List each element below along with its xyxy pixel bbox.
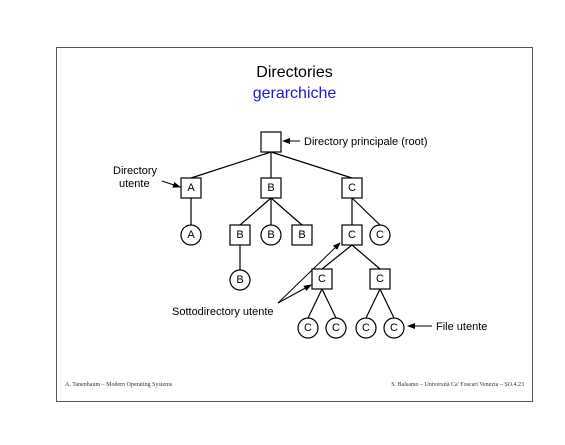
subdirectory-b-node — [229, 224, 251, 246]
directory-c-node — [341, 177, 363, 199]
user-directory-label-line2: utente — [119, 178, 150, 190]
node-label: C — [376, 229, 384, 241]
slide-title: Directories — [256, 64, 333, 81]
file-a-node — [180, 224, 202, 246]
node-label: C — [332, 322, 340, 334]
subdirectory-c-node — [341, 224, 363, 246]
node-label: B — [236, 229, 243, 241]
annotation-arrows — [161, 138, 432, 329]
node-label: B — [267, 182, 274, 194]
root-label: Directory principale (root) — [304, 136, 427, 148]
subdirectory-c-node-2 — [311, 268, 333, 290]
tree-nodes — [180, 131, 405, 339]
slide-subtitle: gerarchiche — [252, 85, 337, 102]
user-directory-label-line1: Directory — [113, 165, 158, 177]
footer-left: A. Tanenbaum – Modern Operating Systems — [65, 382, 173, 388]
node-label: A — [187, 182, 195, 194]
file-c-node-5 — [383, 317, 405, 339]
node-label: C — [318, 273, 326, 285]
directory-b-node — [260, 177, 282, 199]
node-label: C — [362, 322, 370, 334]
subdirectory-b-node-2 — [291, 224, 313, 246]
node-label: C — [348, 229, 356, 241]
file-c-node-1 — [369, 224, 391, 246]
node-label: C — [390, 322, 398, 334]
node-label: B — [298, 229, 305, 241]
file-c-node-2 — [297, 317, 319, 339]
footer-right: S. Balsamo – Università Ca' Foscari Vene… — [391, 382, 524, 388]
file-c-node-3 — [325, 317, 347, 339]
node-labels: A B C A B B B B C C C C C C C C — [187, 182, 398, 334]
node-label: B — [236, 274, 243, 286]
file-b-node-2 — [229, 269, 251, 291]
node-label: C — [304, 322, 312, 334]
directory-a-node — [180, 177, 202, 199]
tree-edges — [190, 151, 395, 319]
root-directory-node — [260, 131, 282, 153]
user-file-label: File utente — [436, 321, 487, 333]
node-label: B — [267, 229, 274, 241]
node-label: C — [348, 182, 356, 194]
file-c-node-4 — [355, 317, 377, 339]
file-b-node — [260, 224, 282, 246]
subdirectory-c-node-3 — [369, 268, 391, 290]
node-label: C — [376, 273, 384, 285]
node-label: A — [187, 229, 195, 241]
subdirectory-label: Sottodirectory utente — [172, 306, 274, 318]
annotation-labels: Directory principale (root) Directory ut… — [113, 136, 487, 333]
